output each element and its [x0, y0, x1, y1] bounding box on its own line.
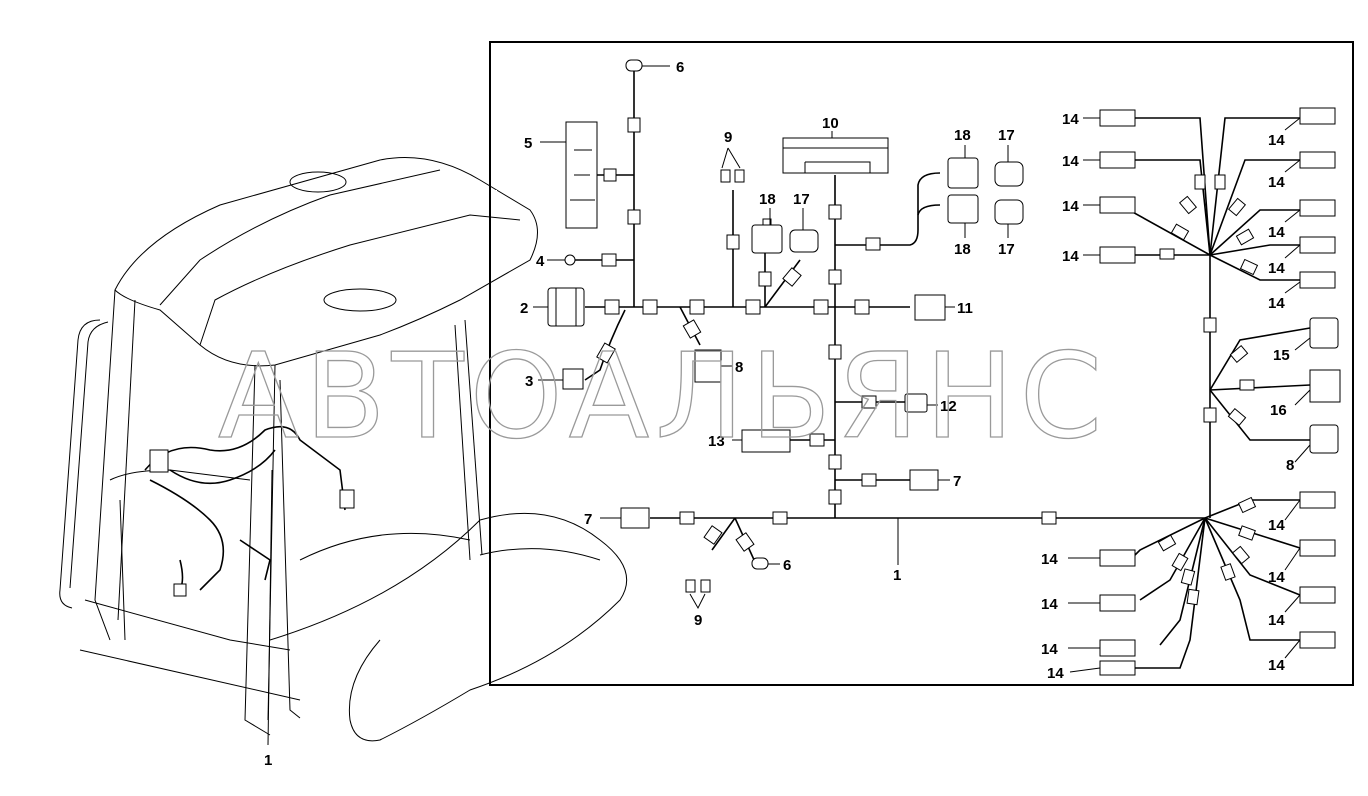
- callout-8-right: 8: [1286, 457, 1294, 474]
- callout-14-ur3: 14: [1268, 224, 1285, 241]
- callout-7-right: 7: [953, 473, 961, 490]
- callout-5: 5: [524, 135, 532, 152]
- callout-14-ur1: 14: [1268, 132, 1285, 149]
- components: [547, 59, 1341, 676]
- callout-18-center: 18: [759, 191, 776, 208]
- callout-14-lr3: 14: [1268, 612, 1285, 629]
- callout-4: 4: [536, 253, 545, 270]
- connector-boots: [596, 117, 1259, 606]
- callout-labels: 6 5 9 10 18 17 18 17 18 17 4 2 11 3 8 12…: [520, 59, 1294, 682]
- callout-6-bottom: 6: [783, 557, 791, 574]
- callout-14-ll4: 14: [1047, 665, 1064, 682]
- callout-14-lr1: 14: [1268, 517, 1285, 534]
- watermark: АВТОАЛЬЯНС: [218, 327, 1108, 465]
- callout-10: 10: [822, 115, 839, 132]
- callout-1-main: 1: [893, 567, 901, 584]
- callout-17-bottom: 17: [998, 241, 1015, 258]
- cab-illustration: [59, 157, 628, 742]
- callout-14-ul3: 14: [1062, 198, 1079, 215]
- callout-8-center: 8: [735, 359, 743, 376]
- callout-1-cab: 1: [264, 752, 272, 769]
- leader-1-cab: [267, 469, 273, 746]
- callout-14-ur2: 14: [1268, 174, 1285, 191]
- callout-7-left: 7: [584, 511, 592, 528]
- callout-18-top: 18: [954, 127, 971, 144]
- callout-9-top: 9: [724, 129, 732, 146]
- callout-14-ur4: 14: [1268, 260, 1285, 277]
- callout-13: 13: [708, 433, 725, 450]
- callout-14-lr2: 14: [1268, 569, 1285, 586]
- leader-lines: [533, 65, 1311, 673]
- callout-6-top: 6: [676, 59, 684, 76]
- callout-17-center: 17: [793, 191, 810, 208]
- callout-14-ll2: 14: [1041, 596, 1058, 613]
- callout-12: 12: [940, 398, 957, 415]
- callout-17-top: 17: [998, 127, 1015, 144]
- callout-14-ul1: 14: [1062, 111, 1079, 128]
- callout-14-ll3: 14: [1041, 641, 1058, 658]
- callout-11: 11: [957, 300, 973, 317]
- callout-16: 16: [1270, 402, 1287, 419]
- callout-15: 15: [1273, 347, 1290, 364]
- callout-3: 3: [525, 373, 533, 390]
- callout-14-ur5: 14: [1268, 295, 1285, 312]
- callout-14-lr4: 14: [1268, 657, 1285, 674]
- callout-14-ul2: 14: [1062, 153, 1079, 170]
- detail-frame: [489, 41, 1354, 686]
- callout-2: 2: [520, 300, 528, 317]
- callout-18-bottom: 18: [954, 241, 971, 258]
- callout-9-bottom: 9: [694, 612, 702, 629]
- callout-14-ll1: 14: [1041, 551, 1058, 568]
- callout-14-ul4: 14: [1062, 248, 1079, 265]
